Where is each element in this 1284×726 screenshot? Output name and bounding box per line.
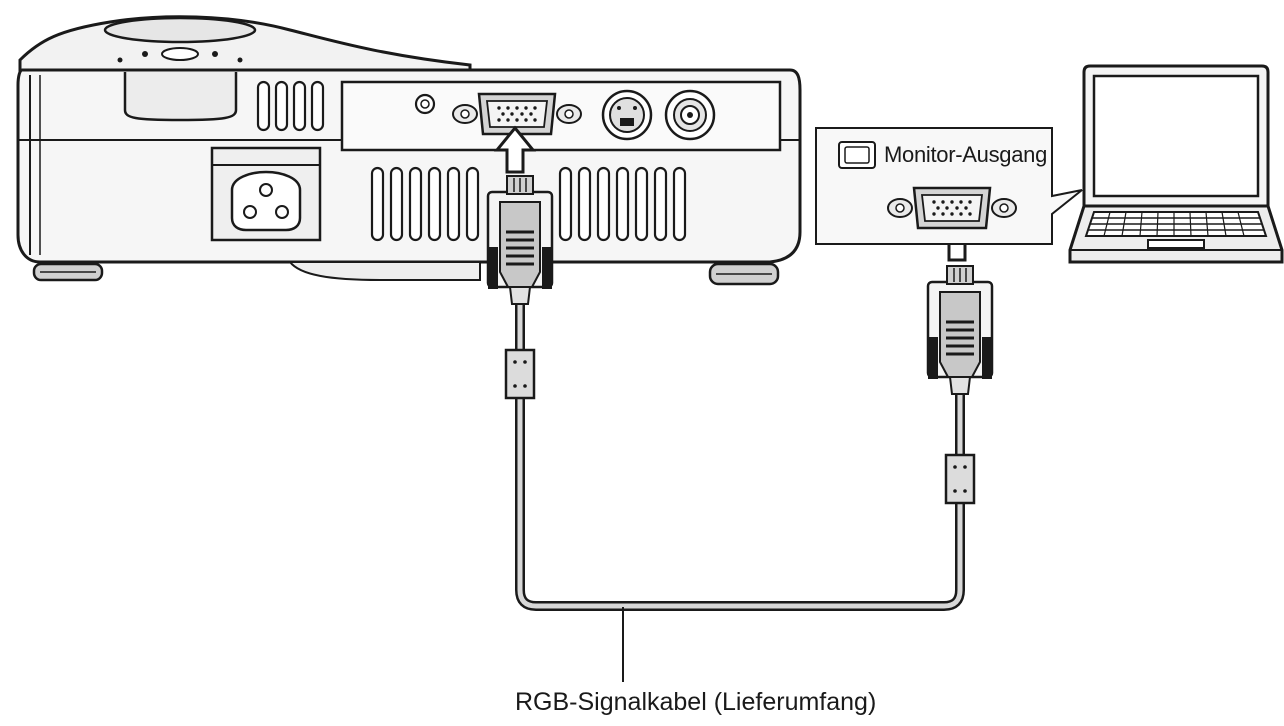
ac-inlet-icon xyxy=(210,146,322,242)
rgb-signal-cable xyxy=(515,285,965,682)
cable-label: RGB-Signalkabel (Lieferumfang) xyxy=(515,688,877,716)
ferrite-core-icon xyxy=(504,348,536,400)
monitor-output-label: Monitor-Ausgang xyxy=(884,142,1048,167)
projector-icon xyxy=(16,15,802,286)
vga-connector-icon xyxy=(486,174,554,306)
vga-connector-icon xyxy=(926,264,994,396)
monitor-output-callout xyxy=(815,127,1083,245)
monitor-icon xyxy=(838,141,876,169)
ferrite-core-icon xyxy=(944,453,976,505)
video-port-icon xyxy=(664,89,716,141)
laptop-icon xyxy=(1068,64,1284,264)
s-video-port-icon xyxy=(601,89,653,141)
